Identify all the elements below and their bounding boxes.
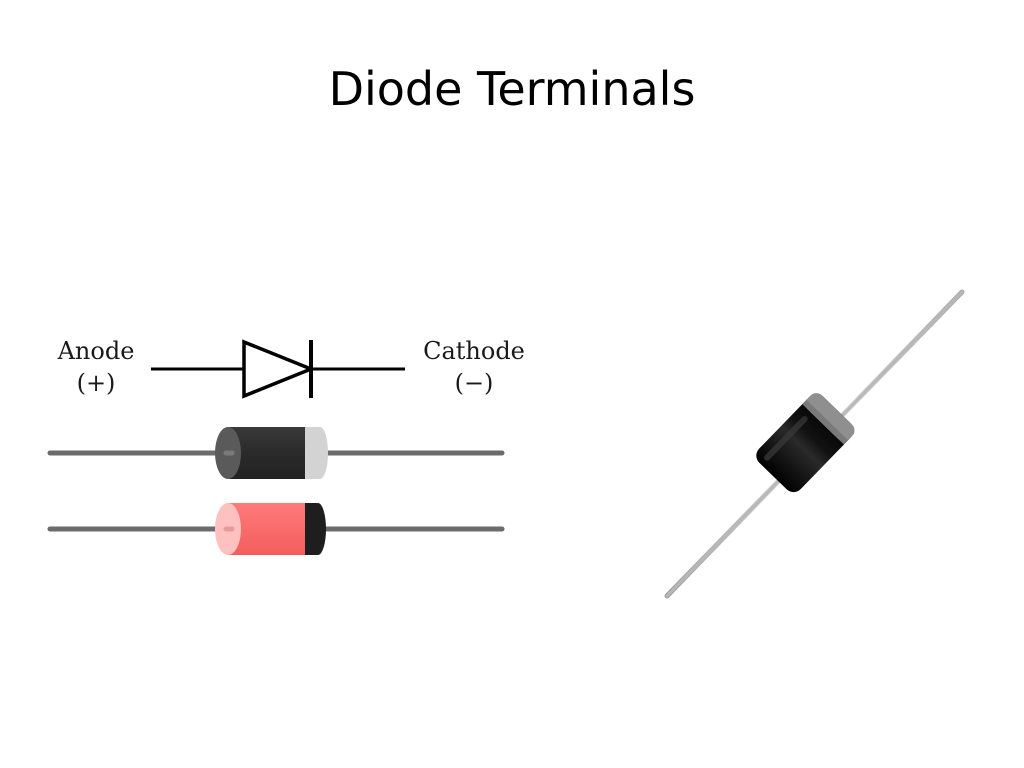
slide-title: Diode Terminals [328, 62, 696, 116]
black-diode-illustration [47, 427, 505, 479]
anode-label: Anode [57, 337, 135, 365]
cathode-polarity: (−) [455, 369, 494, 397]
anode-polarity: (+) [77, 369, 116, 397]
cathode-label: Cathode [423, 337, 525, 365]
diode-photo-band-edge [802, 399, 849, 445]
diode-photo [664, 289, 965, 599]
black-diode-body [228, 427, 314, 479]
diode-photo-highlight [764, 415, 808, 461]
black-diode-cathode-cap [312, 427, 328, 479]
symbol-triangle [242, 339, 316, 399]
diode-schematic-symbol [151, 339, 405, 399]
red-diode-illustration [47, 503, 505, 555]
red-diode-cathode-cap [310, 503, 326, 555]
diode-photo-cathode-band [805, 393, 855, 442]
red-diode-body [228, 503, 314, 555]
